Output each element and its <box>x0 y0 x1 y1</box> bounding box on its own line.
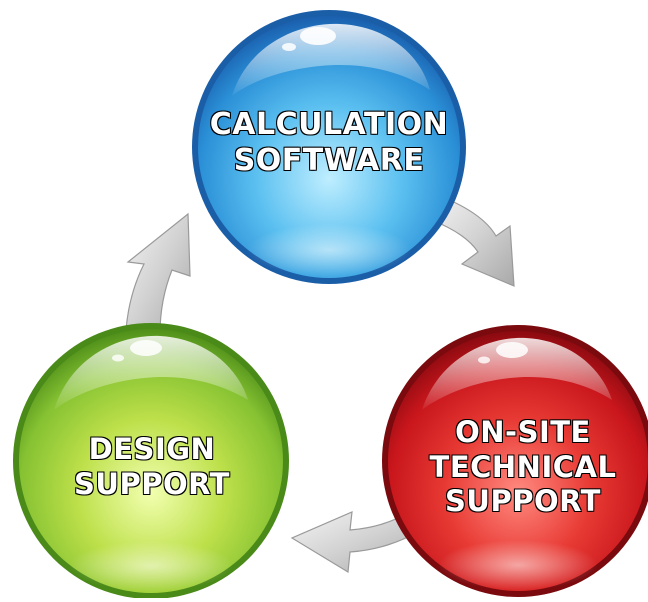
sphere-on-site-technical-support <box>382 325 648 597</box>
node-label-line: CALCULATION <box>209 106 449 143</box>
node-label-line: SUPPORT <box>444 484 601 520</box>
arrow-design-to-calculation <box>125 212 191 335</box>
node-label-line: DESIGN <box>88 431 216 467</box>
sphere-design-support <box>13 323 289 599</box>
node-label-calculation-software: CALCULATION SOFTWARE <box>198 98 460 188</box>
node-label-line: TECHNICAL <box>429 449 617 485</box>
node-label-line: SUPPORT <box>73 466 230 502</box>
node-label-on-site-technical-support: ON-SITE TECHNICAL SUPPORT <box>418 404 628 530</box>
node-label-design-support: DESIGN SUPPORT <box>40 422 264 512</box>
node-label-line: ON-SITE <box>454 414 591 450</box>
arrow-calculation-to-onsite <box>431 195 515 287</box>
arrow-onsite-to-design <box>290 511 423 574</box>
node-label-line: SOFTWARE <box>233 142 425 179</box>
sphere-calculation-software <box>192 10 466 284</box>
